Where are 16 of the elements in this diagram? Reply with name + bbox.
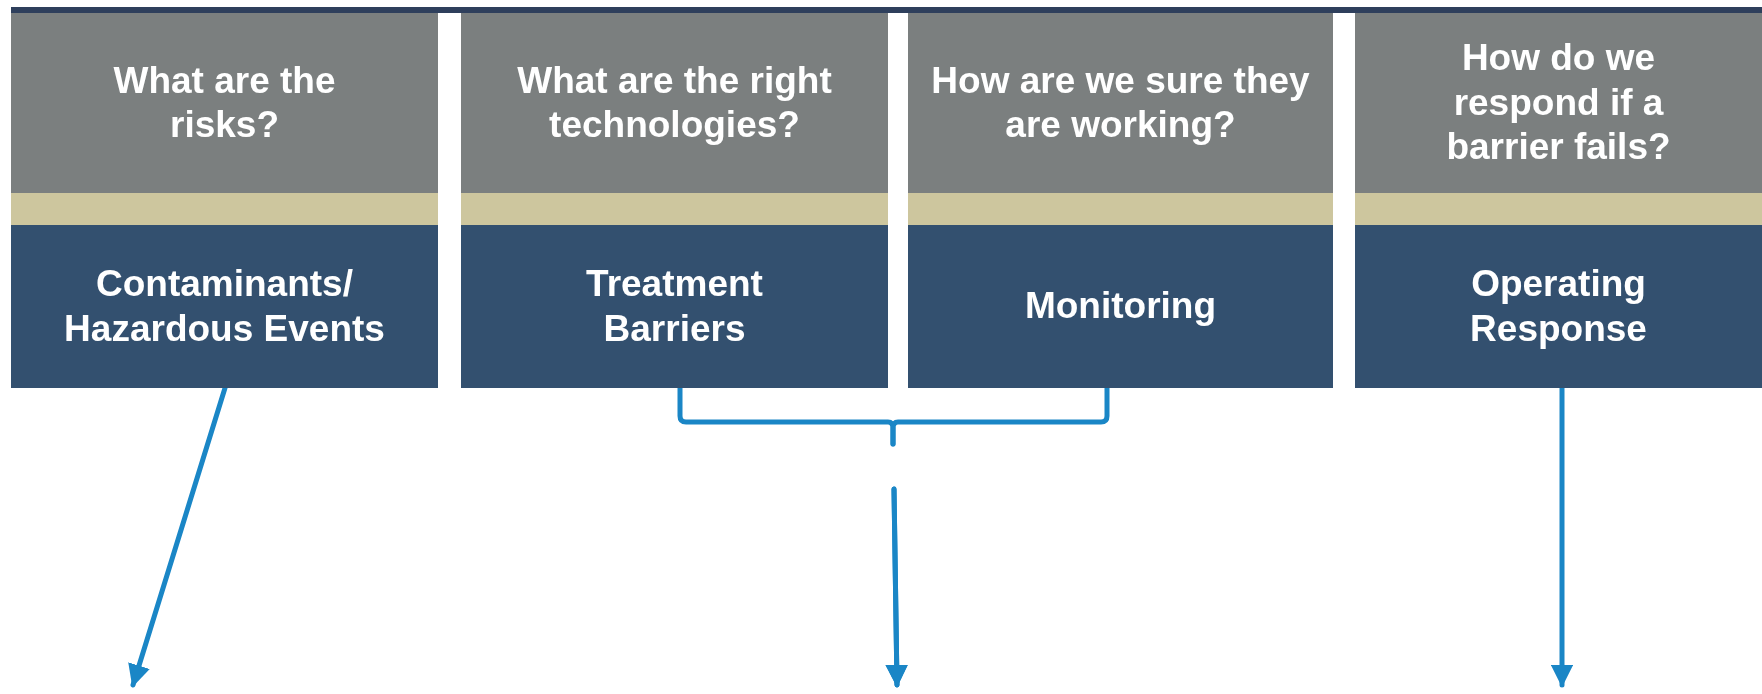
question-box bbox=[11, 13, 438, 225]
category-box bbox=[11, 225, 438, 388]
question-box bbox=[1355, 13, 1762, 225]
box-text: Monitoring bbox=[1024, 284, 1217, 329]
box-text: What are the risks? bbox=[112, 58, 337, 147]
category-box bbox=[1355, 225, 1762, 388]
box-text: Contaminants/ Hazardous Events bbox=[63, 262, 386, 351]
question-box bbox=[461, 13, 888, 225]
box-text: How do we respond if a barrier fails? bbox=[1445, 36, 1672, 170]
question-box bbox=[908, 13, 1333, 225]
box-text: How are we sure they are working? bbox=[930, 58, 1311, 147]
category-box bbox=[908, 225, 1333, 388]
category-box bbox=[461, 225, 888, 388]
box-text: What are the right technologies? bbox=[516, 58, 833, 147]
box-text: Treatment Barriers bbox=[585, 262, 764, 351]
box-text: Operating Response bbox=[1469, 262, 1648, 351]
